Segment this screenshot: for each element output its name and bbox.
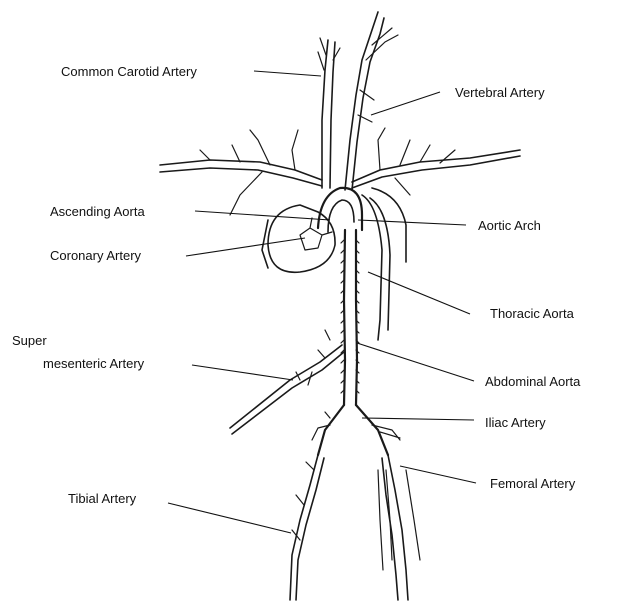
label-super-line2: mesenteric Artery: [43, 356, 145, 371]
label-tibial-artery: Tibial Artery: [68, 491, 137, 506]
artery-tree-drawing: [160, 12, 520, 600]
label-iliac-artery: Iliac Artery: [485, 415, 546, 430]
leader-common-carotid: [254, 71, 321, 76]
mesenteric-small-branches: [296, 330, 330, 385]
coronary-vessel: [300, 218, 332, 250]
label-abdominal-aorta: Abdominal Aorta: [485, 374, 581, 389]
label-thoracic-aorta: Thoracic Aorta: [490, 306, 575, 321]
left-arm-branches: [200, 130, 298, 215]
label-coronary-artery: Coronary Artery: [50, 248, 142, 263]
superior-mesenteric-vessel: [230, 345, 344, 434]
label-aortic-arch: Aortic Arch: [478, 218, 541, 233]
leader-tibial: [168, 503, 291, 533]
right-thoracic-branch: [362, 195, 390, 340]
leader-femoral: [400, 466, 476, 483]
right-subclavian-vessel: [352, 150, 520, 188]
leader-abdominal-aorta: [357, 343, 474, 381]
left-leg-vessel: [290, 455, 324, 600]
labels: Common Carotid Artery Vertebral Artery A…: [12, 64, 581, 506]
leader-aortic-arch: [358, 220, 466, 225]
left-common-carotid-vessel: [322, 40, 335, 188]
leader-ascending-aorta: [195, 211, 330, 220]
label-ascending-aorta: Ascending Aorta: [50, 204, 145, 219]
right-carotid-vessel: [345, 12, 384, 190]
descending-aorta-vessel: [344, 230, 357, 405]
leader-iliac: [362, 418, 474, 420]
leader-coronary: [186, 238, 305, 256]
label-femoral-artery: Femoral Artery: [490, 476, 576, 491]
iliac-bifurcation: [318, 405, 388, 455]
aortic-arch-vessel: [318, 188, 362, 230]
label-super-line1: Super: [12, 333, 47, 348]
leader-super-mesenteric: [192, 365, 293, 380]
right-arm-branches: [378, 128, 455, 195]
label-common-carotid-artery: Common Carotid Artery: [61, 64, 197, 79]
left-leg-branches: [292, 462, 314, 540]
carotid-branch-left: [318, 38, 340, 70]
left-subclavian-vessel: [160, 160, 322, 186]
right-leg-vessel: [382, 455, 408, 600]
leader-thoracic-aorta: [368, 272, 470, 314]
label-vertebral-artery: Vertebral Artery: [455, 85, 545, 100]
leader-vertebral: [371, 92, 440, 115]
iliac-branches: [312, 412, 400, 440]
